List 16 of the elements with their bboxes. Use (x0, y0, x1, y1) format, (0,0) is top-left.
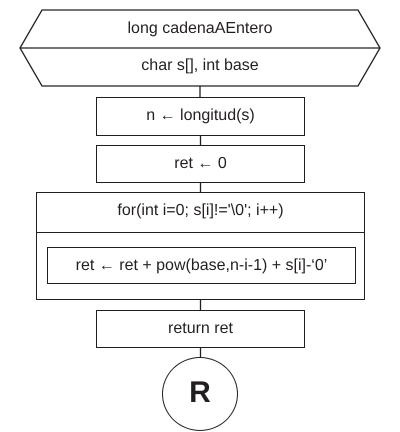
header-hexagon (20, 10, 380, 86)
connector-letter: R (188, 376, 212, 410)
process-box (47, 247, 356, 284)
process-box (96, 97, 305, 136)
connector-line (200, 300, 202, 310)
statement-text: n ← longitud(s) (145, 107, 256, 125)
process-box (96, 145, 305, 183)
statement-text: return ret (167, 320, 234, 338)
connector-line (199, 86, 201, 97)
parameter-list: char s[], int base (20, 57, 380, 75)
statement-text: ret ← ret + pow(base,n-i-1) + s[i]-‘0’ (74, 257, 328, 275)
function-name: long cadenaAEntero (126, 20, 274, 38)
statement-text: ret ← 0 (173, 155, 228, 173)
loop-block (36, 192, 365, 300)
loop-condition: for(int i=0; s[i]!='\0'; i++) (116, 202, 285, 220)
process-box (96, 310, 305, 348)
